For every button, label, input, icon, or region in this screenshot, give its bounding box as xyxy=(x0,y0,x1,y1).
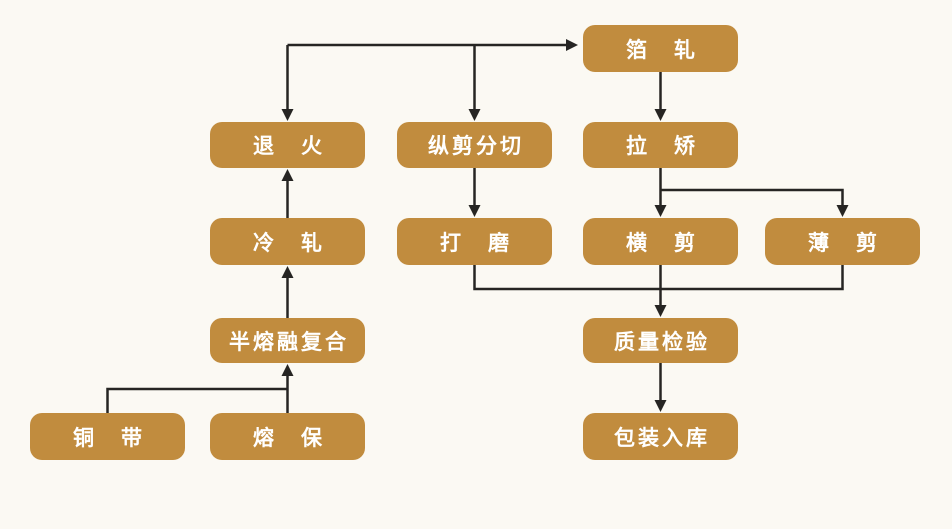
edge-source-bracket xyxy=(106,387,288,413)
node-tension-leveling: 拉 矫 xyxy=(583,122,738,168)
node-packing-warehousing: 包装入库 xyxy=(583,413,738,460)
node-semi-melt-compositing: 半熔融复合 xyxy=(210,318,365,363)
node-annealing: 退 火 xyxy=(210,122,365,168)
node-foil-rolling: 箔 轧 xyxy=(583,25,738,72)
node-slitting: 纵剪分切 xyxy=(397,122,552,168)
node-grinding: 打 磨 xyxy=(397,218,552,265)
edge-merge-bracket xyxy=(473,265,844,291)
node-cold-rolling: 冷 轧 xyxy=(210,218,365,265)
node-thin-shearing: 薄 剪 xyxy=(765,218,920,265)
node-melt-protection: 熔 保 xyxy=(210,413,365,460)
edge-leveling-to-thin xyxy=(660,188,849,217)
node-copper-strip: 铜 带 xyxy=(30,413,185,460)
node-cross-shearing: 横 剪 xyxy=(583,218,738,265)
node-quality-inspection: 质量检验 xyxy=(583,318,738,363)
